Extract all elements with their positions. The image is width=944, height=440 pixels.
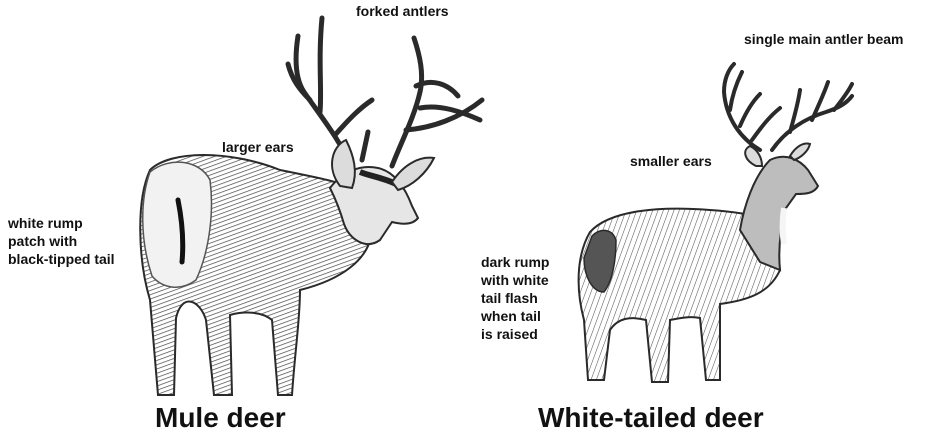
white-tailed-deer-ear-right [790, 144, 810, 161]
mule-deer-white-rump [143, 162, 212, 287]
mule-deer-antlers-label: forked antlers [356, 2, 449, 20]
mule-deer-illustration [140, 18, 482, 395]
mule-deer-ear-right [392, 158, 434, 190]
white-tailed-deer-caption: White-tailed deer [538, 402, 764, 434]
white-tailed-deer-ears-label: smaller ears [630, 152, 712, 170]
mule-deer-antlers [288, 18, 482, 168]
white-tailed-deer-antlers [724, 64, 852, 150]
mule-deer-ear-left [332, 140, 355, 188]
white-tailed-deer-rump-label: dark rump with white tail flash when tai… [481, 253, 549, 343]
white-tailed-deer-antlers-label: single main antler beam [744, 30, 904, 48]
mule-deer-caption: Mule deer [155, 402, 286, 434]
mule-deer-ears-label: larger ears [222, 138, 294, 156]
white-tailed-deer-illustration [579, 64, 852, 382]
mule-deer-rump-label: white rump patch with black-tipped tail [8, 214, 115, 268]
